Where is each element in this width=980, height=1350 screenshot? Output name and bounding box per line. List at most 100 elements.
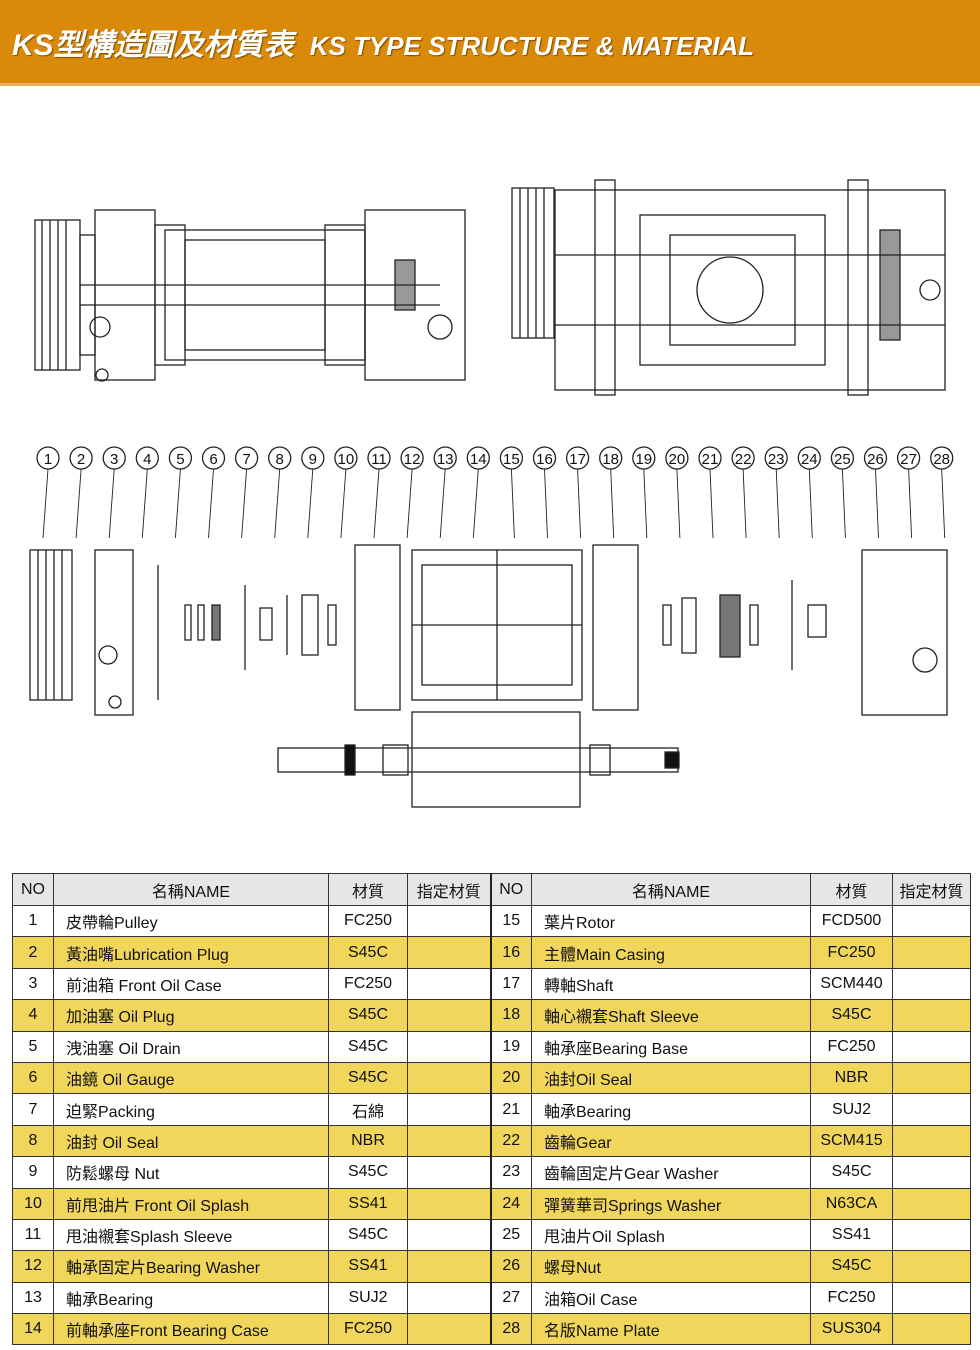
callout-27: 27 (896, 446, 921, 539)
leader-line (307, 468, 314, 539)
cell-spec (407, 1281, 491, 1315)
callout-number: 12 (404, 451, 421, 468)
cell-name: 彈簧華司Springs Washer (531, 1187, 811, 1220)
leader-line (808, 468, 813, 539)
cell-name: 齒輪固定片Gear Washer (531, 1156, 811, 1189)
cell-name: 齒輪Gear (531, 1124, 811, 1158)
callout-number: 23 (768, 451, 785, 468)
cell-name: 軸承Bearing (53, 1281, 329, 1315)
callout-number: 5 (176, 451, 184, 468)
cell-name: 軸承座Bearing Base (531, 1030, 811, 1063)
cell-mat: S45C (810, 999, 893, 1032)
cell-spec (892, 967, 971, 1001)
leader-line (544, 468, 548, 539)
callout-number: 28 (933, 451, 950, 468)
table-header-row: NO 名稱NAME 材質 指定材質 NO 名稱NAME 材質 指定材質 (12, 873, 971, 906)
leader-line (908, 468, 913, 539)
callout-number: 21 (702, 451, 719, 468)
cell-no: 6 (12, 1061, 54, 1095)
assembled-side-view (34, 209, 466, 382)
cell-mat: FC250 (328, 1313, 408, 1346)
cell-mat: SS41 (328, 1187, 408, 1220)
callout-2: 2 (69, 446, 93, 539)
callout-26: 26 (863, 446, 888, 539)
cell-no: 5 (12, 1030, 54, 1063)
leader-line (643, 468, 648, 539)
callout-9: 9 (301, 446, 325, 539)
cell-spec (892, 1187, 971, 1220)
cell-mat: S45C (328, 936, 408, 969)
leader-line (472, 468, 479, 539)
callout-number: 11 (371, 451, 387, 468)
cell-no: 1 (12, 904, 54, 938)
callout-number: 17 (569, 451, 586, 468)
cell-no: 11 (12, 1218, 54, 1252)
leader-line (709, 468, 714, 539)
callout-10: 10 (334, 446, 358, 539)
col-no: NO (12, 873, 54, 906)
cell-name: 油封Oil Seal (531, 1061, 811, 1095)
cell-name: 防鬆螺母 Nut (53, 1156, 329, 1189)
callout-25: 25 (830, 446, 855, 539)
cell-no: 13 (12, 1281, 54, 1315)
cell-no: 8 (12, 1124, 54, 1158)
callout-number: 1 (44, 451, 52, 468)
cell-no: 16 (489, 936, 532, 969)
exploded-parts (29, 544, 948, 716)
cell-mat: NBR (810, 1061, 893, 1095)
cell-name: 油封 Oil Seal (53, 1124, 329, 1158)
callout-number: 16 (536, 451, 553, 468)
cell-no: 4 (12, 999, 54, 1032)
cell-name: 軸心襯套Shaft Sleeve (531, 999, 811, 1032)
cell-spec (407, 936, 491, 969)
page-title: KS型構造圖及材質表 KS TYPE STRUCTURE & MATERIAL (12, 20, 754, 64)
cell-name: 黃油嘴Lubrication Plug (53, 936, 329, 969)
cell-mat: 石綿 (328, 1093, 408, 1126)
cell-mat: FC250 (328, 967, 408, 1001)
callout-number: 25 (834, 451, 851, 468)
cell-mat: FC250 (810, 1030, 893, 1063)
leader-line (108, 468, 115, 539)
leader-line (510, 468, 515, 539)
cell-name: 螺母Nut (531, 1250, 811, 1283)
cell-mat: FC250 (328, 904, 408, 938)
cell-mat: S45C (810, 1250, 893, 1283)
callout-number: 8 (276, 451, 284, 468)
cell-spec (892, 1250, 971, 1283)
callout-number: 19 (635, 451, 652, 468)
cell-spec (407, 967, 491, 1001)
cell-spec (892, 1281, 971, 1315)
callout-24: 24 (797, 446, 821, 539)
title-english: KS TYPE STRUCTURE & MATERIAL (309, 31, 755, 61)
col-material: 材質 (328, 873, 408, 906)
leader-line (841, 468, 846, 539)
callout-number: 14 (470, 451, 487, 468)
cell-mat: S45C (810, 1156, 893, 1189)
cell-name: 名版Name Plate (531, 1313, 811, 1346)
cell-spec (892, 1313, 971, 1346)
cell-spec (892, 1030, 971, 1063)
callout-1: 1 (36, 446, 60, 539)
cell-no: 21 (489, 1093, 532, 1126)
shaft-rotor (277, 711, 680, 808)
cell-spec (407, 1093, 491, 1126)
cell-mat: SCM440 (810, 967, 893, 1001)
callout-18: 18 (599, 446, 623, 539)
callout-13: 13 (433, 446, 457, 539)
cell-no: 2 (12, 936, 54, 969)
callout-number: 20 (669, 451, 686, 468)
callout-number: 15 (503, 451, 520, 468)
cell-no: 27 (489, 1281, 532, 1315)
cell-mat: SUJ2 (810, 1093, 893, 1126)
title-chinese: KS型構造圖及材質表 (12, 29, 294, 62)
cell-mat: NBR (328, 1124, 408, 1158)
cell-name: 軸承固定片Bearing Washer (53, 1250, 329, 1283)
leader-line (875, 468, 879, 539)
leader-line (406, 468, 413, 539)
leader-line (274, 468, 281, 539)
